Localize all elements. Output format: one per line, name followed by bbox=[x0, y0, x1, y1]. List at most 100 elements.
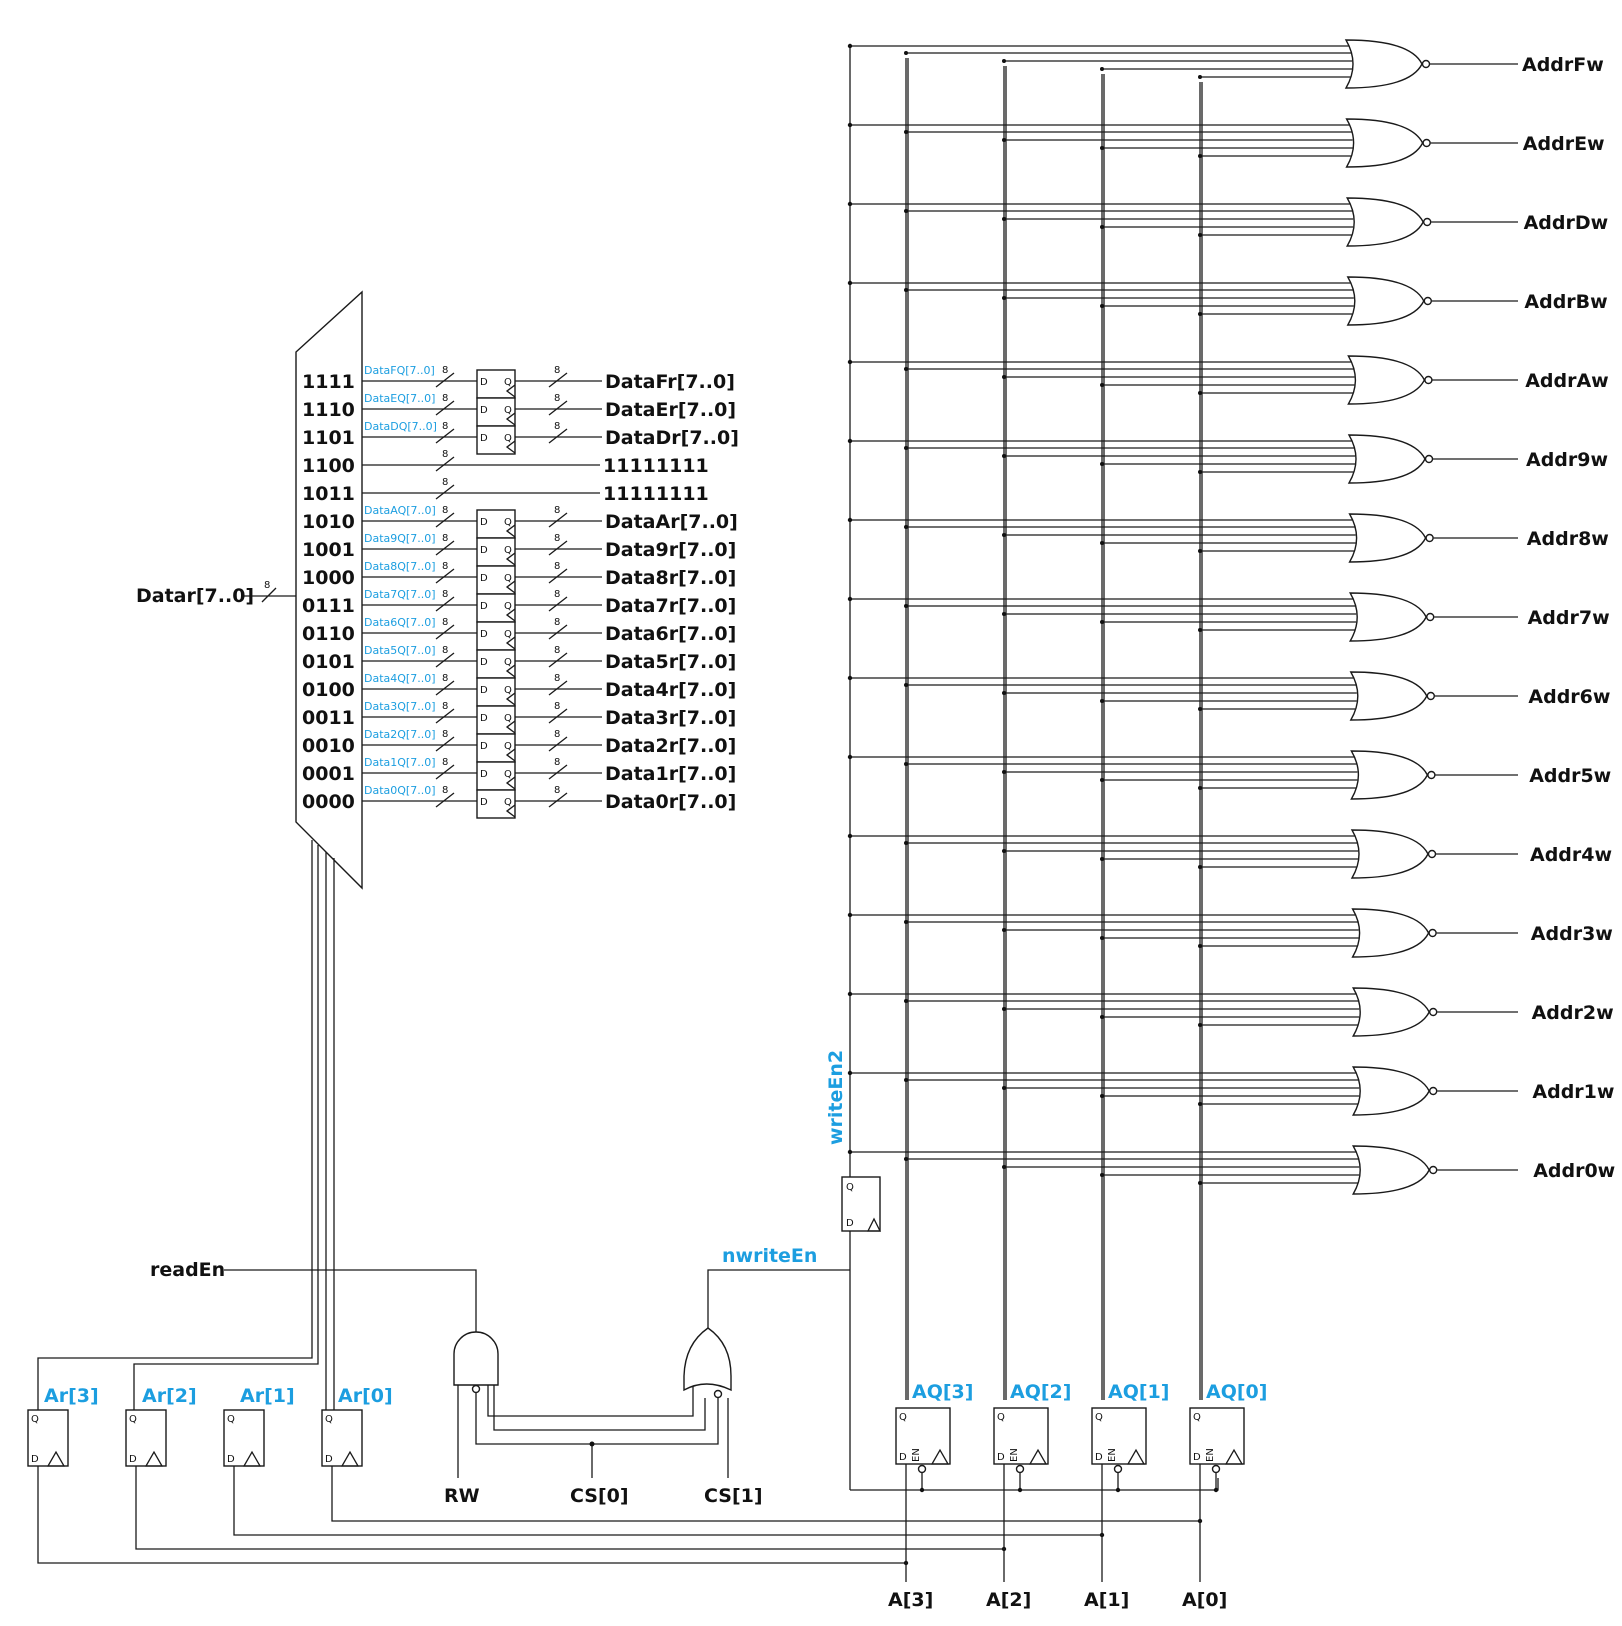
write-enable-register: Q D writeEn2 bbox=[825, 1050, 882, 1490]
read-address-label: Ar[3] bbox=[44, 1385, 99, 1407]
read-address-ff-d: D bbox=[129, 1454, 137, 1465]
output-bus-slash bbox=[548, 736, 568, 752]
nor-gate-bubble bbox=[1421, 59, 1431, 69]
decoder-address-junction bbox=[1100, 778, 1104, 782]
decoder-enable-junction bbox=[847, 991, 853, 997]
select-wire-2 bbox=[133, 845, 319, 1410]
decoder-address-junction bbox=[1100, 1015, 1104, 1019]
decoder-address-junction bbox=[1002, 217, 1006, 221]
input-bus-slash bbox=[435, 764, 455, 780]
write-enable-ff-d: D bbox=[846, 1218, 854, 1229]
decoder-address-junction bbox=[1198, 1023, 1202, 1027]
decoder-address-junction bbox=[904, 525, 908, 529]
mux-select-code: 0101 bbox=[302, 651, 355, 673]
input-bus-width: 8 bbox=[442, 757, 448, 768]
nor-gate-bubble bbox=[1426, 691, 1436, 701]
decoder-address-junction bbox=[1002, 849, 1006, 853]
address-input-label: A[1] bbox=[1084, 1589, 1129, 1611]
and-to-or-wire-a bbox=[487, 1383, 694, 1417]
output-bus-width: 8 bbox=[554, 589, 560, 600]
write-address-en-junction bbox=[1115, 1487, 1121, 1493]
decoder-address-junction bbox=[1002, 138, 1006, 142]
write-address-ff-q: Q bbox=[997, 1412, 1005, 1423]
data-register-q: Q bbox=[504, 433, 512, 444]
decoder-output-label: Addr8w bbox=[1527, 528, 1609, 550]
output-bus-width: 8 bbox=[554, 393, 560, 404]
data-register-d: D bbox=[480, 405, 488, 416]
read-address-d-wire bbox=[37, 1466, 906, 1564]
input-bus-width: 8 bbox=[442, 477, 448, 488]
decoder-address-junction bbox=[1198, 944, 1202, 948]
read-address-ff-q: Q bbox=[31, 1414, 39, 1425]
output-bus-slash bbox=[548, 512, 568, 528]
decoder-gate-row: AddrAw bbox=[847, 355, 1609, 405]
cs1-label: CS[1] bbox=[704, 1485, 763, 1507]
output-bus-width: 8 bbox=[554, 729, 560, 740]
nor-gate-bubble bbox=[1427, 770, 1436, 780]
decoder-enable-junction bbox=[847, 201, 853, 207]
decoder-enable-junction bbox=[847, 1149, 853, 1155]
write-enable-label: writeEn2 bbox=[825, 1050, 847, 1145]
decoder-address-junction bbox=[904, 841, 908, 845]
data-register bbox=[476, 677, 516, 707]
data-register-d: D bbox=[480, 769, 488, 780]
data-register bbox=[476, 733, 516, 763]
address-input-label: A[0] bbox=[1182, 1589, 1227, 1611]
data-register-q: Q bbox=[504, 517, 512, 528]
decoder-address-junction bbox=[1198, 786, 1202, 790]
input-bus-width: 8 bbox=[442, 533, 448, 544]
write-address-ff-en: EN bbox=[1107, 1448, 1118, 1462]
output-bus-width: 8 bbox=[554, 617, 560, 628]
mux-row-output-label: Data9r[7..0] bbox=[605, 539, 736, 561]
ff-input-label: DataFQ[7..0] bbox=[364, 364, 435, 377]
input-bus-slash bbox=[435, 652, 455, 668]
mux-select-code: 1101 bbox=[302, 427, 355, 449]
write-address-ff bbox=[1091, 1407, 1147, 1465]
decoder-output-label: Addr5w bbox=[1529, 765, 1611, 787]
read-address-ff-d: D bbox=[31, 1454, 39, 1465]
decoder-output-label: Addr0w bbox=[1533, 1160, 1615, 1182]
nor-gate bbox=[1348, 592, 1427, 642]
data-register-q: Q bbox=[504, 573, 512, 584]
mux-select-code: 0010 bbox=[302, 735, 355, 757]
mux-row-output-label: Data2r[7..0] bbox=[605, 735, 736, 757]
input-bus-width: 8 bbox=[442, 505, 448, 516]
decoder-address-junction bbox=[904, 999, 908, 1003]
data-register-clock bbox=[505, 804, 516, 818]
decoder-address-junction bbox=[1198, 628, 1202, 632]
write-address-ff-en-bubble bbox=[1015, 1464, 1025, 1474]
ff-input-label: Data1Q[7..0] bbox=[364, 756, 436, 769]
mux-row-output-label: Data4r[7..0] bbox=[605, 679, 736, 701]
decoder-address-junction bbox=[904, 683, 908, 687]
input-bus-slash bbox=[435, 708, 455, 724]
decoder-output-label: AddrFw bbox=[1522, 54, 1604, 76]
ff-input-label: DataDQ[7..0] bbox=[364, 420, 437, 433]
input-bus-slash bbox=[435, 512, 455, 528]
ff-input-label: DataEQ[7..0] bbox=[364, 392, 435, 405]
ff-input-label: Data9Q[7..0] bbox=[364, 532, 436, 545]
input-bus-width: 8 bbox=[442, 785, 448, 796]
read-address-ff-d: D bbox=[227, 1454, 235, 1465]
or-gate-inverted-input bbox=[713, 1389, 723, 1399]
data-register-d: D bbox=[480, 517, 488, 528]
data-register-clock bbox=[505, 776, 516, 790]
decoder-gate-row: Addr7w bbox=[847, 592, 1610, 642]
nor-gate-bubble bbox=[1422, 217, 1432, 227]
decoder-address-junction bbox=[1198, 470, 1202, 474]
decoder-output-label: AddrEw bbox=[1523, 133, 1605, 155]
read-address-ff-q: Q bbox=[129, 1414, 137, 1425]
output-bus-width: 8 bbox=[554, 785, 560, 796]
read-address-register: Q D Ar[3] bbox=[27, 1385, 909, 1566]
input-bus-width: 8 bbox=[442, 589, 448, 600]
